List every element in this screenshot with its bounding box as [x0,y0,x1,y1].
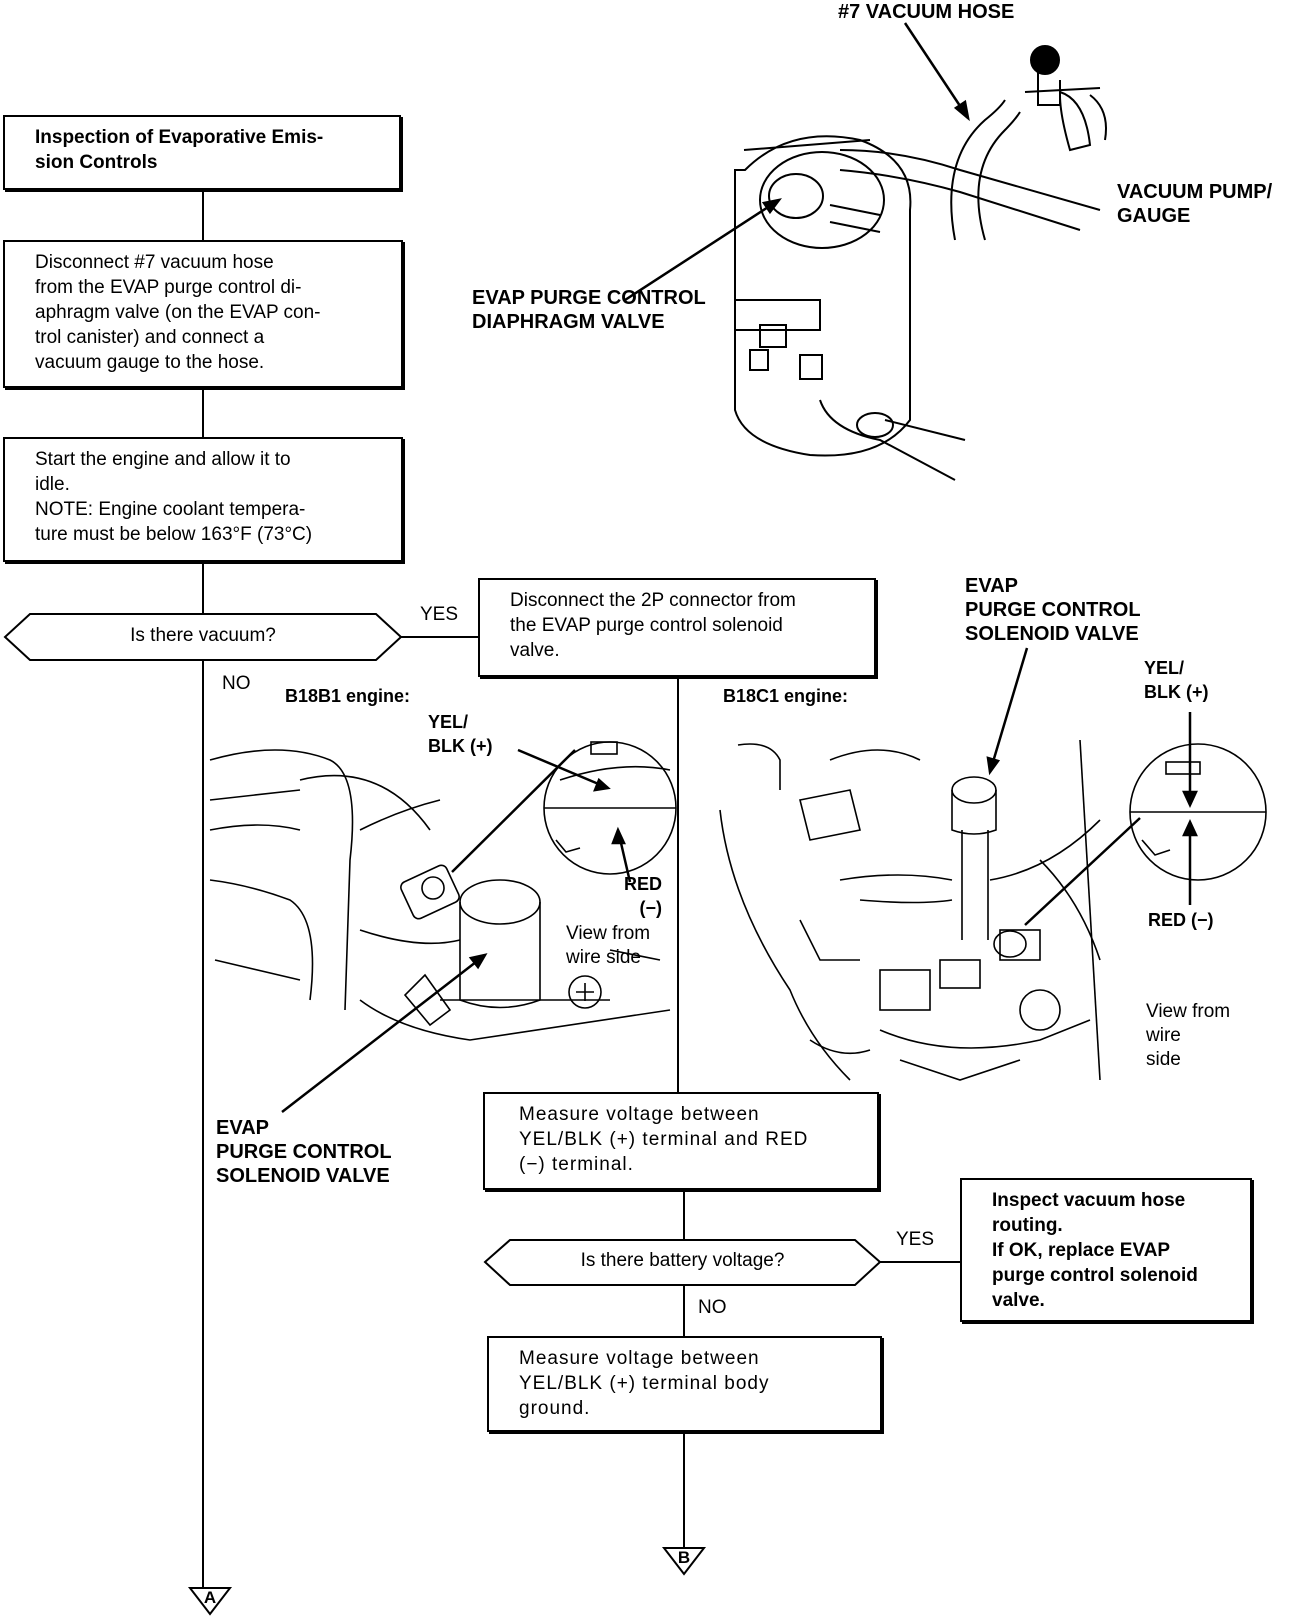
label-right-red: RED (−) [1148,910,1214,930]
label-left-view: View from wire side [566,923,651,968]
label-left-yelblk: YEL/ BLK (+) [428,712,493,756]
step-disconnect-hose-box: Disconnect #7 vacuum hose from the EVAP … [3,240,403,388]
decision-battery-yes: YES [896,1229,935,1250]
decision-hexagon [483,1239,882,1286]
step-measure-ground-text: Measure voltage between YEL/BLK (+) term… [519,1348,770,1419]
decision-vacuum-yes: YES [420,604,459,625]
step-disconnect-hose-text: Disconnect #7 vacuum hose from the EVAP … [35,252,321,373]
b18b1-engine-illustration [209,741,677,1041]
label-right-yelblk: YEL/ BLK (+) [1144,658,1209,702]
result-inspect-hose-box: Inspect vacuum hose routing. If OK, repl… [960,1178,1252,1322]
label-b18b1-engine: B18B1 engine: [285,686,411,706]
label-left-solenoid: EVAP PURGE CONTROL SOLENOID VALVE [216,1117,392,1187]
label-b18c1-engine: B18C1 engine: [723,686,849,706]
label-diaphragm-valve: EVAP PURGE CONTROL DIAPHRAGM VALVE [472,287,706,333]
label-right-view: View from wire side [1146,1001,1231,1070]
label-vacuum-pump: VACUUM PUMP/ GAUGE [1117,181,1273,227]
step-disconnect-connector-box: Disconnect the 2P connector from the EVA… [478,578,876,677]
decision-vacuum-text: Is there vacuum? [130,625,276,646]
step-start-engine-box: Start the engine and allow it to idle. N… [3,437,403,562]
b18c1-engine-illustration [719,739,1267,1081]
start-box-text: Inspection of Evaporative Emis- sion Con… [35,127,324,173]
step-disconnect-connector-text: Disconnect the 2P connector from the EVA… [510,590,796,661]
offpage-connector-b [661,1547,707,1576]
decision-battery-text: Is there battery voltage? [580,1250,785,1271]
result-inspect-hose-text: Inspect vacuum hose routing. If OK, repl… [992,1190,1198,1311]
label-right-solenoid: EVAP PURGE CONTROL SOLENOID VALVE [965,575,1141,645]
label-left-red: RED (−) [624,874,663,918]
decision-hexagon [3,613,403,661]
step-measure-voltage-text: Measure voltage between YEL/BLK (+) term… [519,1104,809,1175]
start-box: Inspection of Evaporative Emis- sion Con… [3,115,401,190]
step-measure-ground-box: Measure voltage between YEL/BLK (+) term… [487,1336,882,1432]
step-measure-voltage-box: Measure voltage between YEL/BLK (+) term… [483,1092,879,1190]
decision-battery-no: NO [698,1297,727,1318]
label-vacuum-hose: #7 VACUUM HOSE [838,1,1015,23]
step-start-engine-text: Start the engine and allow it to idle. N… [35,449,313,545]
offpage-connector-a-label: A [203,1588,217,1607]
offpage-connector-a [187,1587,233,1616]
decision-vacuum-no: NO [222,673,251,694]
canister-illustration [734,45,1107,481]
offpage-connector-b-label: B [677,1548,691,1567]
